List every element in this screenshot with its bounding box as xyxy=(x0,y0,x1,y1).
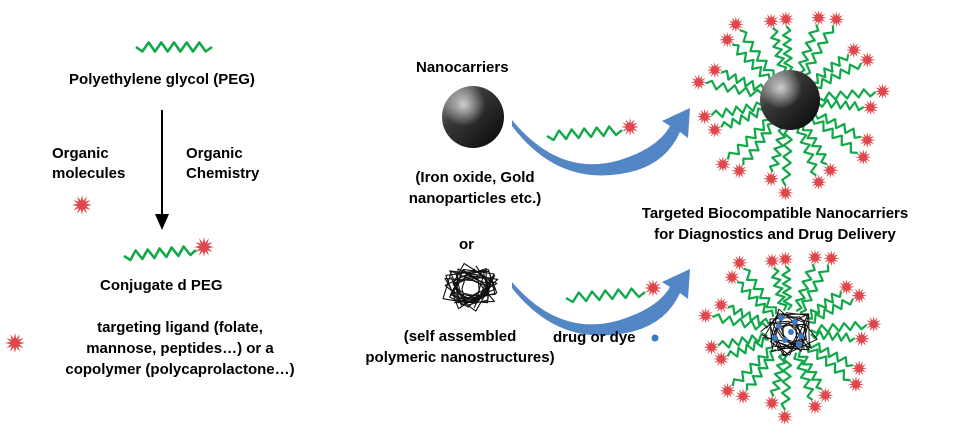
peg-title: Polyethylene glycol (PEG) xyxy=(69,71,255,88)
lower-curved-arrow xyxy=(512,269,690,336)
down-arrow xyxy=(155,110,169,230)
ligand-text-line-2: mannose, peptides…) or a xyxy=(86,340,274,357)
iron-oxide-line-2: nanoparticles etc.) xyxy=(408,190,542,207)
pegylated-micelle-icon xyxy=(697,249,882,425)
organic-chemistry-label-1: Organic xyxy=(186,145,243,162)
organic-molecules-label-2: molecules xyxy=(52,165,126,182)
peg-ligand-icon xyxy=(546,118,639,142)
upper-curved-arrow xyxy=(512,108,690,176)
targeted-nanocarriers-line-2: for Diagnostics and Drug Delivery xyxy=(654,226,896,243)
organic-chemistry-label-2: Chemistry xyxy=(186,165,260,182)
nanocarriers-label: Nanocarriers xyxy=(416,59,509,76)
organic-molecules-label-1: Organic xyxy=(52,145,109,162)
pegylated-nanoparticle-icon xyxy=(690,9,891,201)
drug-or-dye-label: drug or dye xyxy=(553,329,636,346)
peg-chain-icon xyxy=(135,41,213,53)
polymer-coil-icon xyxy=(442,262,499,312)
iron-oxide-line-1: (Iron oxide, Gold xyxy=(415,169,535,186)
drug-dot-icon xyxy=(651,334,659,342)
self-assembled-line-2: polymeric nanostructures) xyxy=(365,349,555,366)
self-assembled-line-1: (self assembled xyxy=(403,328,517,345)
ligand-star-legend-icon xyxy=(5,333,25,353)
peg-ligand-icon xyxy=(565,279,662,304)
nanoparticle-icon xyxy=(442,86,504,148)
ligand-text-line-3: copolymer (polycaprolactone…) xyxy=(65,361,295,378)
or-label: or xyxy=(459,236,474,253)
ligand-text-line-1: targeting ligand (folate, xyxy=(97,319,263,336)
targeted-nanocarriers-line-1: Targeted Biocompatible Nanocarriers xyxy=(641,205,909,222)
conjugated-peg-label: Conjugate d PEG xyxy=(100,277,223,294)
conjugated-peg-icon xyxy=(123,237,214,262)
ligand-star-icon xyxy=(72,195,92,215)
